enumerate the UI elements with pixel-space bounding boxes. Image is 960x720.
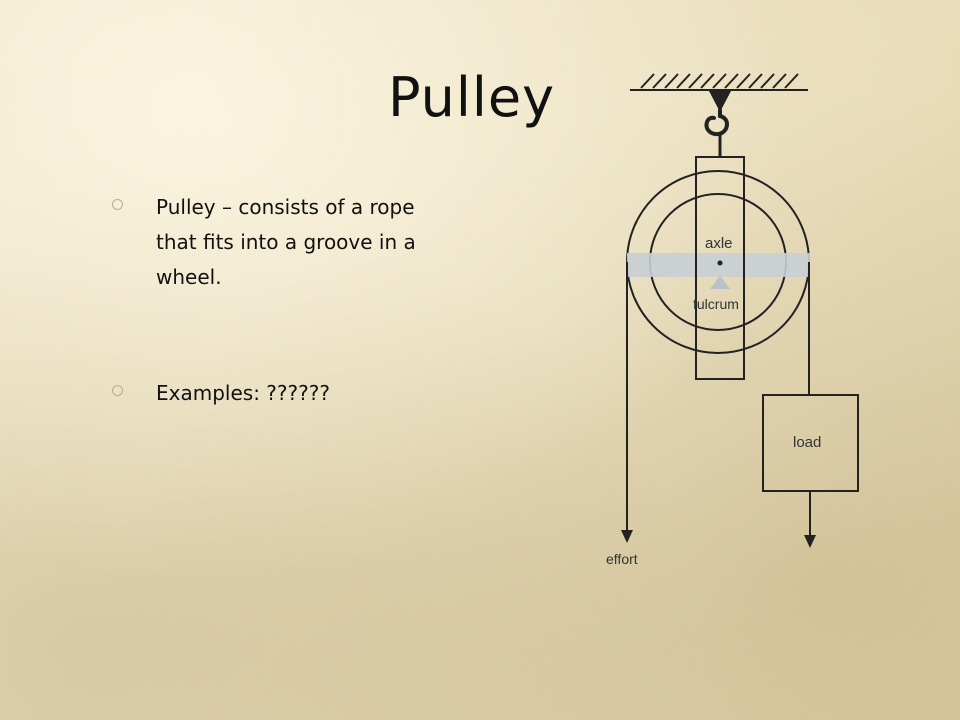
bullet-circle-icon xyxy=(112,385,123,396)
fulcrum-triangle xyxy=(710,276,730,289)
bullet-list: Pulley – consists of a rope that fits in… xyxy=(112,190,452,411)
pulley-block xyxy=(695,156,745,380)
slide-title: Pulley xyxy=(388,66,556,129)
ceiling-mount xyxy=(709,91,731,112)
load-label: load xyxy=(793,434,821,451)
bullet-text-definition: Pulley – consists of a rope that fits in… xyxy=(156,195,416,289)
bullet-text-examples: Examples: ?????? xyxy=(156,381,330,405)
fulcrum-label: fulcrum xyxy=(693,296,739,312)
hook-icon xyxy=(704,108,730,137)
effort-arrow-icon xyxy=(621,530,633,543)
axle-label: axle xyxy=(705,235,733,252)
ceiling xyxy=(630,73,808,91)
bullet-circle-icon xyxy=(112,199,123,210)
ceiling-hatching xyxy=(640,73,799,89)
bullet-item-definition: Pulley – consists of a rope that fits in… xyxy=(112,190,452,295)
load-arrow-icon xyxy=(804,535,816,548)
bullet-item-examples: Examples: ?????? xyxy=(112,376,452,411)
axle-dot xyxy=(717,260,723,266)
effort-label: effort xyxy=(606,551,638,567)
